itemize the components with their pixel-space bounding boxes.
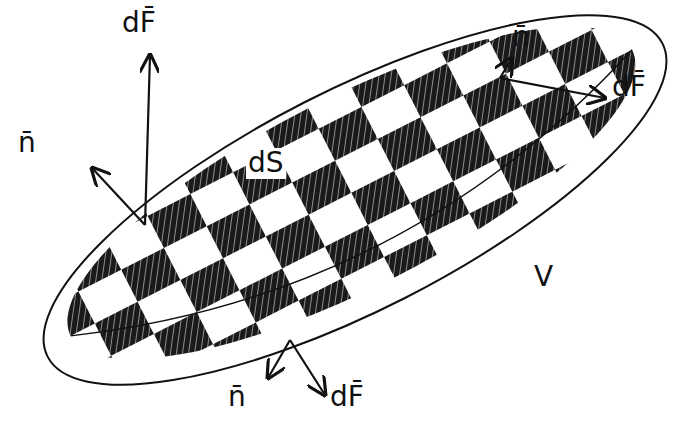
vector-label: n̄ bbox=[228, 382, 246, 413]
checker-patch bbox=[404, 63, 463, 117]
checker-patch bbox=[410, 181, 469, 235]
checker-patch bbox=[62, 238, 121, 292]
checker-patch bbox=[239, 269, 298, 323]
checker-patch bbox=[127, 366, 186, 420]
checker-patch bbox=[9, 345, 68, 399]
checker-patch bbox=[3, 227, 62, 281]
checker-patch bbox=[437, 127, 496, 181]
checker-patch bbox=[154, 312, 213, 366]
checker-patch bbox=[384, 235, 443, 289]
checker-patch bbox=[555, 148, 614, 202]
checker-patch bbox=[351, 171, 410, 225]
checker-patch bbox=[213, 322, 272, 376]
vector-label: dF̄ bbox=[612, 72, 646, 103]
vector-label: dF̄ bbox=[122, 8, 156, 39]
checker-patch bbox=[496, 138, 555, 192]
checker-patch bbox=[292, 161, 351, 215]
checker-patch bbox=[121, 248, 180, 302]
checker-patch bbox=[378, 117, 437, 171]
checker-patch bbox=[470, 192, 529, 246]
vector-label: dF̄ bbox=[330, 382, 364, 413]
vector-label: n̄ bbox=[18, 128, 36, 159]
checker-patch bbox=[463, 74, 522, 128]
checker-patch bbox=[266, 215, 325, 269]
vector-label: dS bbox=[246, 148, 286, 179]
checker-patch bbox=[88, 184, 147, 238]
vector-label: n̄ bbox=[512, 22, 530, 53]
checker-patch bbox=[42, 410, 101, 423]
checker-patch bbox=[325, 225, 384, 279]
vector-label: V bbox=[532, 262, 555, 293]
checker-patch bbox=[319, 107, 378, 161]
checker-patch bbox=[260, 97, 319, 151]
checker-patch bbox=[207, 204, 266, 258]
checker-patch bbox=[0, 281, 36, 335]
force-vectors bbox=[92, 55, 605, 395]
checker-patch bbox=[549, 30, 608, 84]
checker-patch bbox=[667, 51, 679, 105]
checker-patch bbox=[431, 9, 490, 63]
checker-patch bbox=[148, 194, 207, 248]
